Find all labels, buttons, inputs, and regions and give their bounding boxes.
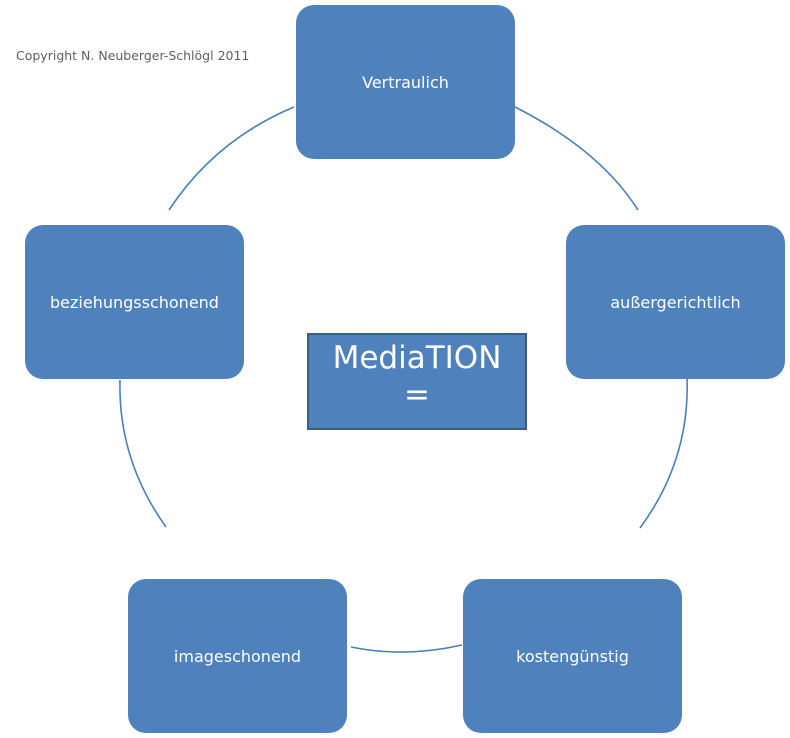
node-kostenguenstig: kostengünstig bbox=[463, 579, 682, 733]
connector-beziehungsschonend-vertraulich bbox=[168, 106, 295, 211]
node-imageschonend: imageschonend bbox=[128, 579, 347, 733]
node-kostenguenstig-label: kostengünstig bbox=[516, 646, 629, 666]
connector-aussergerichtlich-kostenguenstig bbox=[639, 377, 688, 529]
node-beziehungsschonend-label: beziehungsschonend bbox=[50, 292, 219, 312]
copyright-notice: Copyright N. Neuberger-Schlögl 2011 bbox=[16, 48, 250, 63]
node-beziehungsschonend: beziehungsschonend bbox=[25, 225, 244, 379]
node-vertraulich: Vertraulich bbox=[296, 5, 515, 159]
center-title: MediaTION bbox=[332, 340, 502, 376]
center-title-box: MediaTION = bbox=[307, 333, 527, 430]
connector-imageschonend-beziehungsschonend bbox=[119, 379, 167, 528]
node-vertraulich-label: Vertraulich bbox=[362, 72, 449, 92]
connector-kostenguenstig-imageschonend bbox=[350, 644, 463, 653]
connector-vertraulich-aussergerichtlich bbox=[514, 106, 639, 211]
node-aussergerichtlich-label: außergerichtlich bbox=[610, 292, 741, 312]
node-aussergerichtlich: außergerichtlich bbox=[566, 225, 785, 379]
node-imageschonend-label: imageschonend bbox=[173, 646, 302, 666]
center-equals: = bbox=[404, 377, 430, 414]
